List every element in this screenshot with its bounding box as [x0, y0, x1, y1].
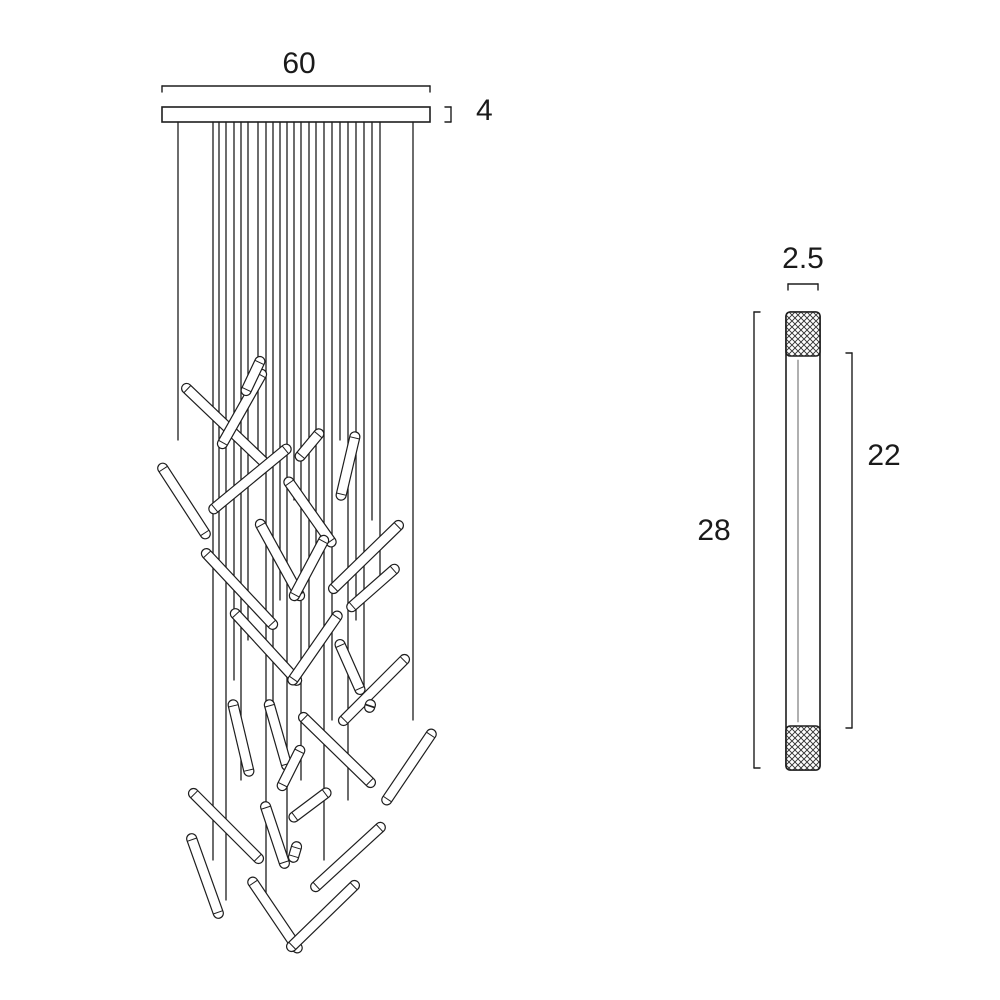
- hanging-rod: [283, 476, 337, 548]
- rod-detail: [785, 311, 821, 771]
- hanging-rod: [337, 653, 411, 727]
- canopy: [161, 106, 431, 123]
- hanging-rod: [327, 519, 405, 595]
- rod-diameter-label: 2.5: [782, 242, 824, 275]
- rod-bottom-cap: [785, 725, 821, 771]
- rod-diameter-dimension: 2.5: [782, 242, 824, 291]
- rod-length-dimension: 28: [697, 311, 761, 769]
- hanging-rod: [294, 428, 325, 462]
- hanging-rod: [381, 728, 437, 806]
- hanging-rod: [288, 787, 332, 823]
- hanging-rod: [334, 638, 366, 696]
- hanging-rod: [285, 879, 361, 953]
- hanging-rod: [288, 534, 330, 602]
- canopy-height-dimension: 4: [444, 94, 493, 127]
- hanging-rod: [240, 355, 266, 397]
- hanging-rod: [276, 744, 306, 792]
- hanging-rod: [186, 833, 224, 919]
- hanging-rod: [287, 610, 343, 686]
- canopy-width-label: 60: [282, 47, 315, 80]
- hanging-rods: [157, 355, 437, 954]
- hanging-rod: [335, 431, 361, 501]
- rod-light-length-dimension: 22: [845, 352, 901, 729]
- hanging-rod: [200, 548, 279, 630]
- hanging-rod: [346, 563, 400, 613]
- hanging-rod: [208, 443, 292, 515]
- rod-length-label: 28: [697, 514, 730, 547]
- hanging-rod: [287, 841, 303, 863]
- canopy-width-dimension: 60: [161, 47, 431, 93]
- hanging-rod: [259, 801, 291, 869]
- rod-top-cap: [785, 311, 821, 357]
- hanging-rod: [227, 699, 255, 777]
- hanging-rod: [310, 821, 386, 893]
- canopy-height-label: 4: [476, 94, 493, 127]
- hanging-rod: [297, 711, 377, 789]
- hanging-rod: [363, 699, 377, 713]
- rod-light-length-label: 22: [867, 439, 900, 472]
- hanging-rod: [263, 699, 293, 771]
- hanging-rod: [157, 462, 211, 540]
